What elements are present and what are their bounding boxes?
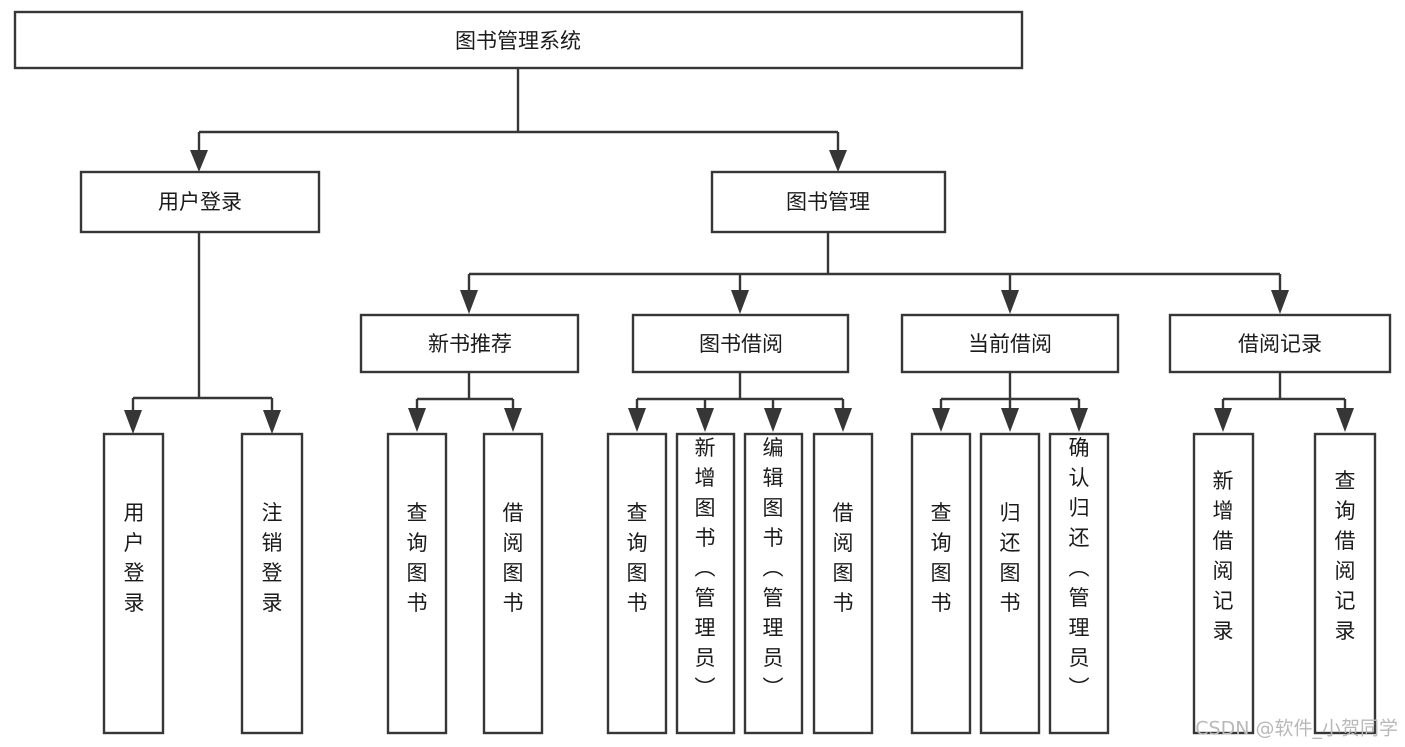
arrow-bookmgmt-to-new-book xyxy=(460,290,478,314)
leaf-logout-label: 注销登录 xyxy=(262,501,283,615)
leaf-borrowrecord-query-label: 查询借阅记录 xyxy=(1335,469,1356,643)
leaf-bookborrow-query-label: 查询图书 xyxy=(627,501,648,615)
node-book-management-label: 图书管理 xyxy=(786,190,870,214)
watermark-label: CSDN @软件_小贺同学 xyxy=(1195,718,1398,740)
leaf-bookborrow-edit-label: 编辑图书︵管理员︶ xyxy=(763,436,784,700)
leaf-borrowrecord-add-label: 新增借阅记录 xyxy=(1213,469,1234,643)
node-book-borrow-label: 图书借阅 xyxy=(699,332,783,356)
arrow-newbook-leaf-1 xyxy=(504,408,522,432)
leaf-node[interactable]: 新增借阅记录 xyxy=(1192,432,1255,735)
leaf-node[interactable]: 编辑图书︵管理员︶ xyxy=(743,432,804,735)
leaf-node[interactable]: 查询图书 xyxy=(606,432,668,735)
node-root-box[interactable] xyxy=(13,10,1024,70)
node-new-book-recommend-box[interactable] xyxy=(359,313,580,374)
leaf-currentborrow-confirm-label: 确认归还︵管理员︶ xyxy=(1069,436,1090,700)
node-book-borrow[interactable]: 图书借阅 xyxy=(631,313,850,374)
node-new-book-recommend[interactable]: 新书推荐 xyxy=(359,313,580,374)
leaf-newbook-borrow-box[interactable] xyxy=(482,432,544,735)
node-borrow-record-label: 借阅记录 xyxy=(1238,332,1322,356)
leaf-bookborrow-add-box[interactable] xyxy=(675,432,736,735)
arrow-bookborrow-leaf-1 xyxy=(696,408,714,432)
leaf-node[interactable]: 查询借阅记录 xyxy=(1313,432,1377,735)
leaf-newbook-borrow-label: 借阅图书 xyxy=(503,501,524,615)
arrow-currentborrow-leaf-2 xyxy=(1070,408,1088,432)
leaf-newbook-query-label: 查询图书 xyxy=(407,501,428,615)
node-user-login-label: 用户登录 xyxy=(158,190,242,214)
leaf-node[interactable]: 新增图书︵管理员︶ xyxy=(675,432,736,735)
arrow-currentborrow-leaf-0 xyxy=(932,408,950,432)
arrow-newbook-leaf-0 xyxy=(408,408,426,432)
leaf-user-login-label: 用户登录 xyxy=(124,501,145,615)
leaf-node[interactable]: 借阅图书 xyxy=(812,432,874,735)
leaf-node[interactable]: 查询图书 xyxy=(910,432,972,735)
node-book-management-box[interactable] xyxy=(710,170,947,234)
arrow-userlogin-leaf-1 xyxy=(263,410,281,434)
arrow-bookmgmt-to-current-borrow xyxy=(1001,290,1019,314)
arrow-bookborrow-leaf-2 xyxy=(764,408,782,432)
arrow-userlogin-leaf-0 xyxy=(124,410,142,434)
leaf-node[interactable]: 注销登录 xyxy=(240,432,304,735)
leaf-currentborrow-query-box[interactable] xyxy=(910,432,972,735)
arrow-bookmgmt-to-book-borrow xyxy=(731,290,749,314)
leaf-bookborrow-edit-box[interactable] xyxy=(743,432,804,735)
node-current-borrow-box[interactable] xyxy=(900,313,1120,374)
arrow-root-to-user-login xyxy=(190,150,208,172)
node-user-login-box[interactable] xyxy=(79,170,321,234)
arrow-borrowrecord-leaf-0 xyxy=(1214,408,1232,432)
leaf-node[interactable]: 归还图书 xyxy=(979,432,1041,735)
node-book-borrow-box[interactable] xyxy=(631,313,850,374)
arrow-currentborrow-leaf-1 xyxy=(1001,408,1019,432)
node-user-login[interactable]: 用户登录 xyxy=(79,170,321,234)
leaf-bookborrow-borrow-box[interactable] xyxy=(812,432,874,735)
leaf-newbook-query-box[interactable] xyxy=(386,432,448,735)
node-current-borrow[interactable]: 当前借阅 xyxy=(900,313,1120,374)
leaf-bookborrow-borrow-label: 借阅图书 xyxy=(833,501,854,615)
node-book-management[interactable]: 图书管理 xyxy=(710,170,947,234)
arrow-borrowrecord-leaf-1 xyxy=(1336,408,1354,432)
leaf-currentborrow-confirm-box[interactable] xyxy=(1048,432,1110,735)
leaf-borrowrecord-add-box[interactable] xyxy=(1192,432,1255,735)
leaf-node[interactable]: 用户登录 xyxy=(102,432,165,735)
leaf-currentborrow-return-label: 归还图书 xyxy=(1000,501,1021,615)
leaf-currentborrow-return-box[interactable] xyxy=(979,432,1041,735)
node-borrow-record-box[interactable] xyxy=(1168,313,1392,374)
leaf-user-login-box[interactable] xyxy=(102,432,165,735)
leaf-currentborrow-query-label: 查询图书 xyxy=(931,501,952,615)
leaf-node[interactable]: 查询图书 xyxy=(386,432,448,735)
node-root-book-management-system[interactable]: 图书管理系统 xyxy=(13,10,1024,70)
connector-layer xyxy=(124,68,1354,434)
leaf-logout-box[interactable] xyxy=(240,432,304,735)
arrow-root-to-book-mgmt xyxy=(829,150,847,172)
arrow-bookborrow-leaf-0 xyxy=(628,408,646,432)
arrow-bookmgmt-to-borrow-record xyxy=(1271,290,1289,314)
leaf-node[interactable]: 借阅图书 xyxy=(482,432,544,735)
node-root-label: 图书管理系统 xyxy=(455,29,581,53)
leaf-bookborrow-query-box[interactable] xyxy=(606,432,668,735)
node-borrow-record[interactable]: 借阅记录 xyxy=(1168,313,1392,374)
leaf-borrowrecord-query-box[interactable] xyxy=(1313,432,1377,735)
node-current-borrow-label: 当前借阅 xyxy=(968,332,1052,356)
leaf-bookborrow-add-label: 新增图书︵管理员︶ xyxy=(695,436,716,700)
node-new-book-recommend-label: 新书推荐 xyxy=(428,332,512,356)
leaf-node[interactable]: 确认归还︵管理员︶ xyxy=(1048,432,1110,735)
arrow-bookborrow-leaf-3 xyxy=(834,408,852,432)
